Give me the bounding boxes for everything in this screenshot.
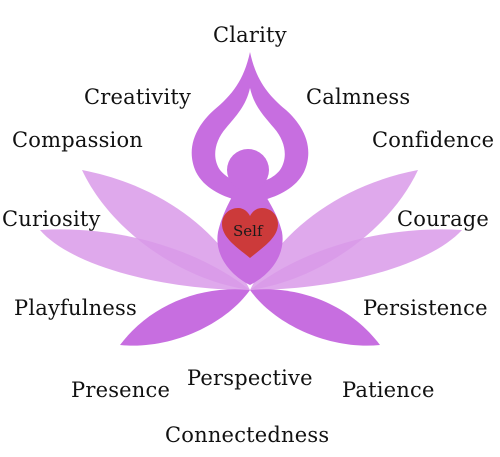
quality-presence: Presence <box>71 378 171 402</box>
petal-right-lower <box>250 289 380 346</box>
quality-connectedness: Connectedness <box>165 423 330 447</box>
petal-left-upper <box>82 170 250 290</box>
heart-icon <box>222 208 278 258</box>
figure-arms <box>191 52 309 200</box>
quality-curiosity: Curiosity <box>2 207 101 231</box>
quality-confidence: Confidence <box>372 128 495 152</box>
quality-calmness: Calmness <box>306 85 411 109</box>
quality-persistence: Persistence <box>363 296 488 320</box>
quality-perspective: Perspective <box>187 366 313 390</box>
figure-head <box>227 149 269 191</box>
quality-patience: Patience <box>342 378 435 402</box>
petal-right-upper <box>250 170 418 290</box>
quality-clarity: Clarity <box>213 23 287 47</box>
quality-playfulness: Playfulness <box>14 296 137 320</box>
quality-compassion: Compassion <box>12 128 144 152</box>
self-label: Self <box>233 222 263 240</box>
quality-courage: Courage <box>397 207 490 231</box>
quality-creativity: Creativity <box>84 85 192 109</box>
petal-left-lower <box>120 289 250 346</box>
